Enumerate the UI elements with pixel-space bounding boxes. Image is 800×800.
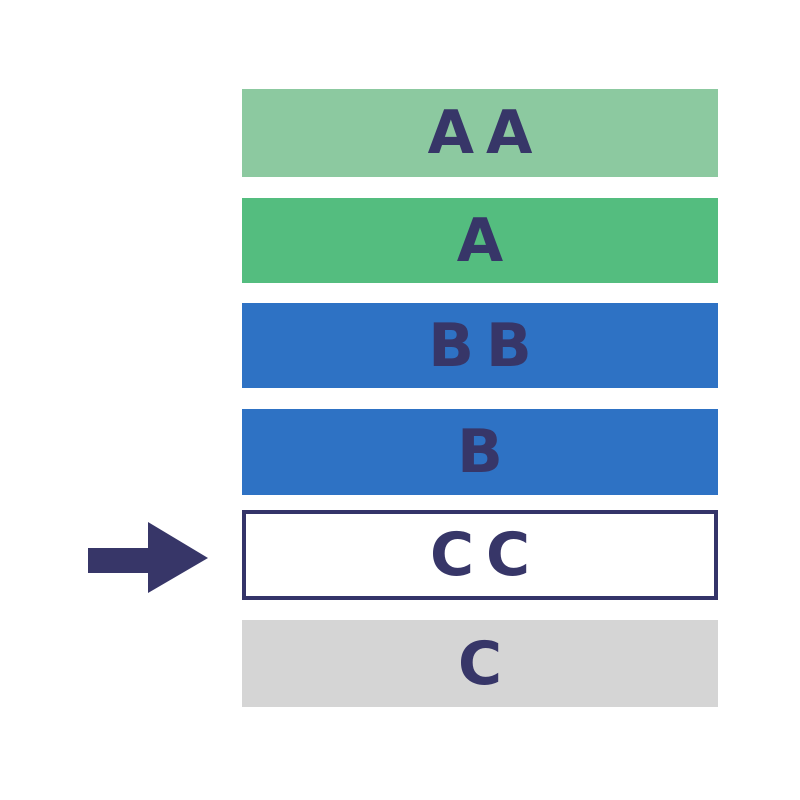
rating-bar-a: A [242, 198, 718, 283]
rating-bar-c-label: C [457, 628, 515, 699]
rating-bar-cc-highlighted: CC [242, 510, 718, 600]
arrow-right-icon [88, 522, 208, 593]
rating-bar-bb: BB [242, 303, 718, 388]
rating-bar-a-label: A [456, 205, 516, 276]
rating-bar-cc-label: CC [429, 520, 543, 590]
rating-bar-bb-label: BB [428, 310, 544, 381]
rating-bar-b-label: B [457, 417, 515, 487]
rating-bar-aa: AA [242, 89, 718, 177]
rating-bar-aa-label: AA [427, 98, 545, 168]
rating-bar-b: B [242, 409, 718, 495]
rating-bar-c: C [242, 620, 718, 707]
